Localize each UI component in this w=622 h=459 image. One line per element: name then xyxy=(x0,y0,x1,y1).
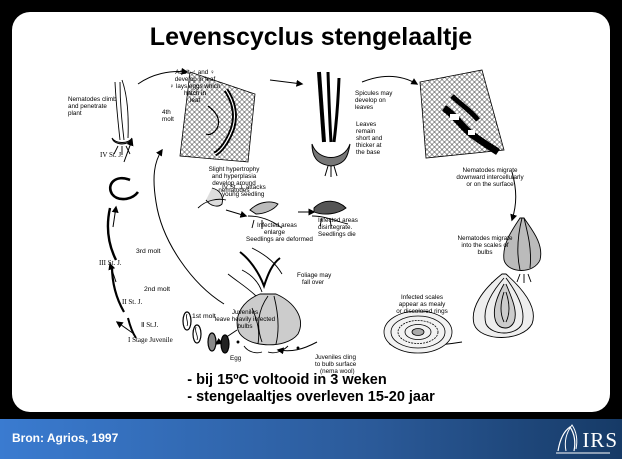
label-foliage-2: fall over xyxy=(302,279,324,286)
slide-notes: - bij 15ºC voltooid in 3 weken - stengel… xyxy=(12,372,610,406)
svg-text:Infected areasenlarge: Infected areasenlarge xyxy=(257,222,297,236)
label-enlarge-2: enlarge xyxy=(264,229,286,236)
slide-title: Levenscyclus stengelaaltje xyxy=(12,23,610,52)
svg-text:Foliage mayfall over: Foliage mayfall over xyxy=(297,272,332,286)
label-spicules-1: Spicules may xyxy=(355,90,393,97)
source-citation: Bron: Agrios, 1997 xyxy=(12,431,118,445)
label-spicules-2: develop on xyxy=(355,97,386,104)
label-disintegrate-2: disintegrate. xyxy=(318,224,353,231)
label-molt4-2: molt xyxy=(162,116,174,123)
leaf-tissue-migration-drawing xyxy=(420,70,504,158)
label-hypertrophy-1: Slight hypertrophy xyxy=(209,166,261,173)
label-migrate-bulbs-3: bulbs xyxy=(477,249,492,256)
label-migrate-down-1: Nematodes migrate xyxy=(463,167,518,174)
label-foliage-1: Foliage may xyxy=(297,272,332,279)
label-scales-1: Infected scales xyxy=(401,294,443,301)
footer-bar: Bron: Agrios, 1997 IRS xyxy=(0,419,622,459)
label-attacks-1: IV St. J. attacks xyxy=(222,184,266,191)
logo-text: IRS xyxy=(582,428,618,453)
label-cling-1: Juveniles cling xyxy=(315,354,356,361)
svg-text:4thmolt: 4thmolt xyxy=(162,109,174,123)
label-juveniles-leave-3: bulbs xyxy=(237,323,252,330)
label-spicules-3: leaves xyxy=(355,104,373,111)
plant-seedling-drawing xyxy=(112,80,132,155)
label-stage4: IV St. J. xyxy=(100,151,123,159)
label-molt1: 1st molt xyxy=(192,313,216,320)
bulb-cross-section-drawing xyxy=(384,311,452,353)
label-adult-1: Adult ♂ and ♀ xyxy=(175,69,215,76)
label-molt4-1: 4th xyxy=(162,109,171,116)
label-adult-5: leaf xyxy=(190,97,200,104)
label-scales-2: appear as mealy xyxy=(399,301,446,308)
label-climb-1: Nematodes climb xyxy=(68,96,117,103)
label-leaves-1: Leaves xyxy=(356,121,376,128)
slide-panel: Nematodes climband penetrateplant Adult … xyxy=(12,12,610,412)
label-leaves-2: remain xyxy=(356,128,376,135)
label-leaves-4: thicker at xyxy=(356,142,382,149)
label-molt2: 2nd molt xyxy=(144,286,170,293)
note-duration: - bij 15ºC voltooid in 3 weken xyxy=(187,372,434,389)
life-cycle-diagram: Nematodes climband penetrateplant Adult … xyxy=(12,12,610,412)
label-attacks-2: young seedling xyxy=(222,191,265,198)
svg-text:Nematodes climband penetratepl: Nematodes climband penetrateplant xyxy=(68,96,117,117)
label-migrate-down-3: or on the surface xyxy=(466,181,514,188)
svg-text:Spicules maydevelop onleaves: Spicules maydevelop onleaves xyxy=(355,90,393,111)
svg-text:Infected areasdisintegrate.See: Infected areasdisintegrate.Seedlings die xyxy=(318,217,358,238)
label-leaves-3: short and xyxy=(356,135,383,142)
label-stage3: III St. J. xyxy=(99,259,122,267)
label-adult-2: develop in leaf xyxy=(175,76,216,83)
label-stage2: II St. J. xyxy=(122,298,142,306)
label-climb-3: plant xyxy=(68,110,82,117)
label-migrate-bulbs-1: Nematodes migrate xyxy=(458,235,513,242)
label-stage1-roman: Ⅱ St.J. xyxy=(141,321,159,329)
label-juveniles-leave-1: Juveniles xyxy=(232,309,258,316)
label-climb-2: and penetrate xyxy=(68,103,107,110)
bulb-section-drawing xyxy=(473,274,533,338)
svg-text:Infected scalesappear as mealy: Infected scalesappear as mealyor discolo… xyxy=(396,294,447,315)
label-adult-4: hatch in xyxy=(184,90,207,97)
svg-text:IV St. J. attacksyoung seedlin: IV St. J. attacksyoung seedling xyxy=(222,184,266,198)
label-migrate-bulbs-2: into the scales of xyxy=(461,242,509,249)
label-stage1: I Stage Juvenile xyxy=(128,336,173,344)
label-scales-3: or discolored rings xyxy=(396,308,447,315)
label-egg: Egg xyxy=(230,355,242,362)
young-bulb-drawing xyxy=(504,218,541,283)
label-adult-3: ♀ lays eggs which xyxy=(170,83,221,90)
plant-spicules-drawing xyxy=(312,72,350,177)
label-hypertrophy-2: and hyperplasia xyxy=(212,173,257,180)
label-migrate-down-2: downward intercellularly xyxy=(456,174,524,181)
label-deformed: Seedlings are deformed xyxy=(246,236,313,243)
label-cling-2: to bulb surface xyxy=(315,361,357,368)
svg-text:Leavesremainshort andthicker a: Leavesremainshort andthicker atthe base xyxy=(356,121,383,156)
label-disintegrate-1: Infected areas xyxy=(318,217,358,224)
label-juveniles-leave-2: leave heavily infected xyxy=(215,316,276,323)
note-survival: - stengelaaltjes overleven 15-20 jaar xyxy=(187,389,434,406)
notes-block: - bij 15ºC voltooid in 3 weken - stengel… xyxy=(187,372,434,406)
label-disintegrate-3: Seedlings die xyxy=(318,231,356,238)
infected-bulb-foliage-drawing xyxy=(228,248,301,353)
label-leaves-5: the base xyxy=(356,149,381,156)
label-enlarge-1: Infected areas xyxy=(257,222,297,229)
label-molt3: 3rd molt xyxy=(136,248,161,255)
